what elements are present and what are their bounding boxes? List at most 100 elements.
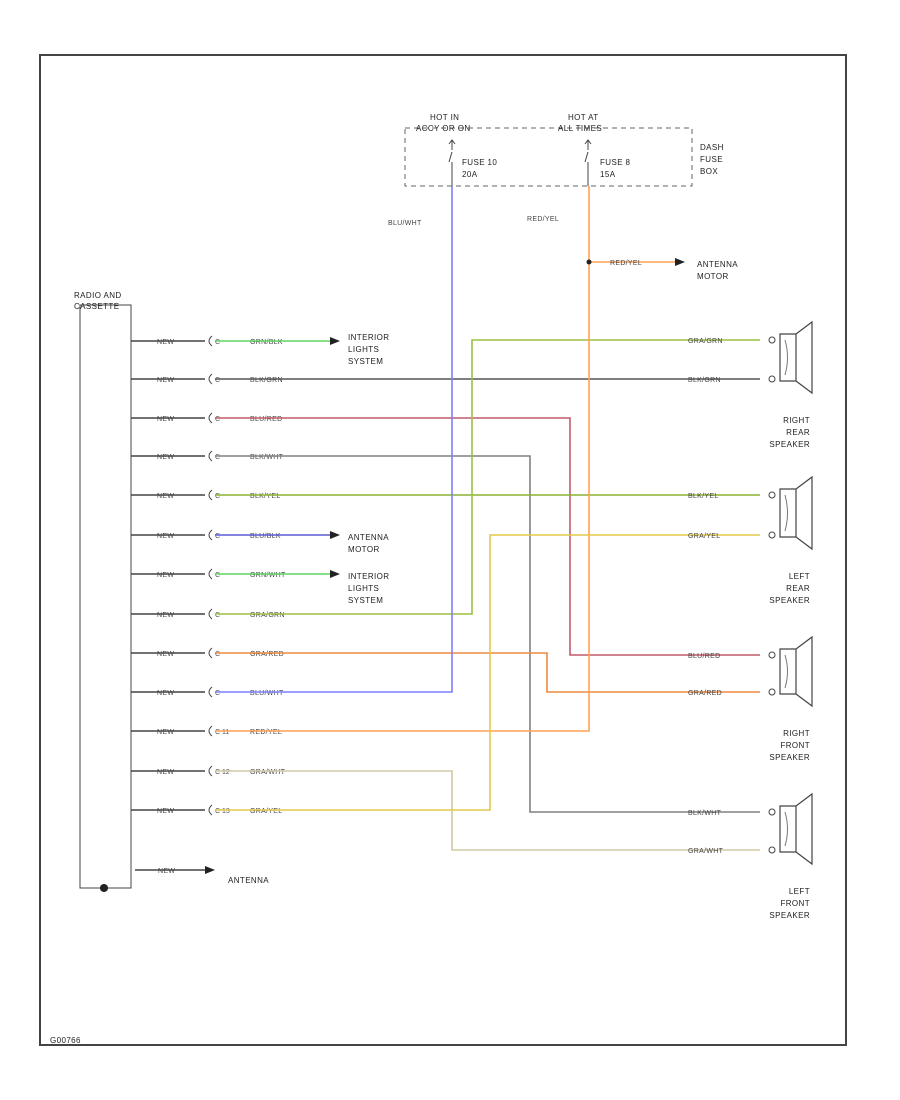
radio-pin-label: C 12 bbox=[215, 769, 230, 776]
box-label: BOX bbox=[700, 167, 718, 176]
fuse-label: FUSE bbox=[700, 155, 723, 164]
radio-conn-label: NEW bbox=[157, 454, 174, 461]
speaker-name: SPEAKER bbox=[769, 911, 810, 920]
speaker-cone bbox=[784, 339, 788, 376]
speaker-name: SPEAKER bbox=[769, 596, 810, 605]
speaker-terminal bbox=[768, 846, 776, 854]
connector-mark bbox=[208, 647, 213, 659]
antenna-motor-1-line1: ANTENNA bbox=[348, 533, 389, 542]
radio-pin-label: C bbox=[215, 690, 220, 697]
wire-gra-yel bbox=[215, 534, 760, 811]
interior-lights-2-line1: INTERIOR bbox=[348, 572, 389, 581]
radio-pin-label: C bbox=[215, 454, 220, 461]
radio-wire-color-label: RED/YEL bbox=[250, 729, 282, 736]
antenna-label: ANTENNA bbox=[228, 876, 269, 885]
radio-cassette-box bbox=[79, 304, 132, 889]
all-times-label: ALL TIMES bbox=[558, 124, 602, 133]
radio-wire-color-label: BLU/WHT bbox=[250, 690, 284, 697]
connector-mark bbox=[208, 450, 213, 462]
radio-wire-color-label: BLK/WHT bbox=[250, 454, 284, 461]
fuse-8-symbol bbox=[584, 139, 592, 186]
speaker-cone bbox=[784, 811, 788, 847]
fuse-10-rating: 20A bbox=[462, 170, 478, 179]
interior-lights-1-line1: INTERIOR bbox=[348, 333, 389, 342]
fuse-8-label: FUSE 8 bbox=[600, 158, 631, 167]
radio-pin-label: C bbox=[215, 572, 220, 579]
radio-ground-dot bbox=[100, 884, 108, 892]
radio-pin-label: C bbox=[215, 493, 220, 500]
radio-wire-color-label: BLU/RED bbox=[250, 416, 282, 423]
speaker-symbol bbox=[779, 475, 813, 551]
connector-mark bbox=[208, 373, 213, 385]
wire-blu-red bbox=[215, 417, 760, 656]
hot-at-label: HOT AT bbox=[568, 113, 599, 122]
radio-conn-label: NEW bbox=[157, 769, 174, 776]
speaker-wire-label: BLK/YEL bbox=[688, 493, 719, 500]
diagram-frame bbox=[39, 54, 847, 1046]
connector-mark bbox=[208, 529, 213, 541]
antenna-motor-top-wire-label: RED/YEL bbox=[610, 260, 642, 267]
wire-blk-wht bbox=[215, 455, 760, 813]
fuse-10-label: FUSE 10 bbox=[462, 158, 497, 167]
interior-lights-2-line2: LIGHTS bbox=[348, 584, 379, 593]
speaker-wire-label: GRA/YEL bbox=[688, 533, 720, 540]
footer-code: G00766 bbox=[50, 1036, 81, 1045]
radio-title-line1: RADIO AND bbox=[74, 291, 122, 300]
speaker-terminal bbox=[768, 375, 776, 383]
radio-conn-label: NEW bbox=[157, 572, 174, 579]
wire-gra-grn bbox=[215, 339, 760, 615]
interior-lights-1-line2: LIGHTS bbox=[348, 345, 379, 354]
speaker-terminal bbox=[768, 491, 776, 499]
connector-mark bbox=[208, 335, 213, 347]
radio-wire-color-label: GRN/BLK bbox=[250, 339, 283, 346]
speaker-cone bbox=[784, 654, 788, 689]
fuse-10-symbol bbox=[448, 139, 456, 186]
speaker-name: RIGHT bbox=[783, 416, 810, 425]
speaker-symbol bbox=[779, 320, 813, 395]
radio-conn-label: NEW bbox=[157, 493, 174, 500]
radio-wire-color-label: GRA/YEL bbox=[250, 808, 282, 815]
radio-conn-label: NEW bbox=[157, 808, 174, 815]
radio-conn-label: NEW bbox=[157, 416, 174, 423]
radio-wire-color-label: GRA/GRN bbox=[250, 612, 285, 619]
connector-mark bbox=[208, 608, 213, 620]
splice-dot bbox=[586, 259, 592, 265]
speaker-wire-label: BLK/WHT bbox=[688, 810, 722, 817]
interior-lights-1-line3: SYSTEM bbox=[348, 357, 383, 366]
hot-in-label: HOT IN bbox=[430, 113, 459, 122]
speaker-name: FRONT bbox=[780, 899, 810, 908]
speaker-terminal bbox=[768, 531, 776, 539]
speaker-name: SPEAKER bbox=[769, 753, 810, 762]
radio-wire-color-label: BLU/BLK bbox=[250, 533, 281, 540]
wire-gra-red bbox=[215, 652, 760, 693]
arrows bbox=[205, 258, 685, 874]
speaker-terminal bbox=[768, 808, 776, 816]
dash-fuse-box bbox=[404, 127, 693, 187]
speaker-wire-label: GRA/RED bbox=[688, 690, 722, 697]
radio-pin-label: C bbox=[215, 339, 220, 346]
speaker-wire-label: GRA/GRN bbox=[688, 338, 723, 345]
speaker-cone bbox=[784, 494, 788, 532]
connector-mark bbox=[208, 804, 213, 816]
wire-red-yel bbox=[215, 186, 590, 732]
radio-wire-color-label: GRA/WHT bbox=[250, 769, 286, 776]
connector-mark bbox=[208, 686, 213, 698]
wire-blu-wht bbox=[215, 186, 453, 693]
arrow-interior-lights-1 bbox=[330, 337, 340, 345]
feed-blu-wht-label: BLU/WHT bbox=[388, 220, 422, 227]
radio-wire-color-label: GRA/RED bbox=[250, 651, 284, 658]
arrow-antenna bbox=[205, 866, 215, 874]
speaker-wire-label: BLK/GRN bbox=[688, 377, 721, 384]
speaker-terminal bbox=[768, 688, 776, 696]
radio-conn-label: NEW bbox=[157, 651, 174, 658]
speaker-symbol bbox=[779, 792, 813, 866]
connector-mark bbox=[208, 765, 213, 777]
speaker-name: LEFT bbox=[789, 572, 810, 581]
connector-mark bbox=[208, 568, 213, 580]
speaker-name: REAR bbox=[786, 428, 810, 437]
speaker-terminal bbox=[768, 336, 776, 344]
radio-wire-color-label: BLK/GRN bbox=[250, 377, 283, 384]
speaker-wire-label: GRA/WHT bbox=[688, 848, 724, 855]
